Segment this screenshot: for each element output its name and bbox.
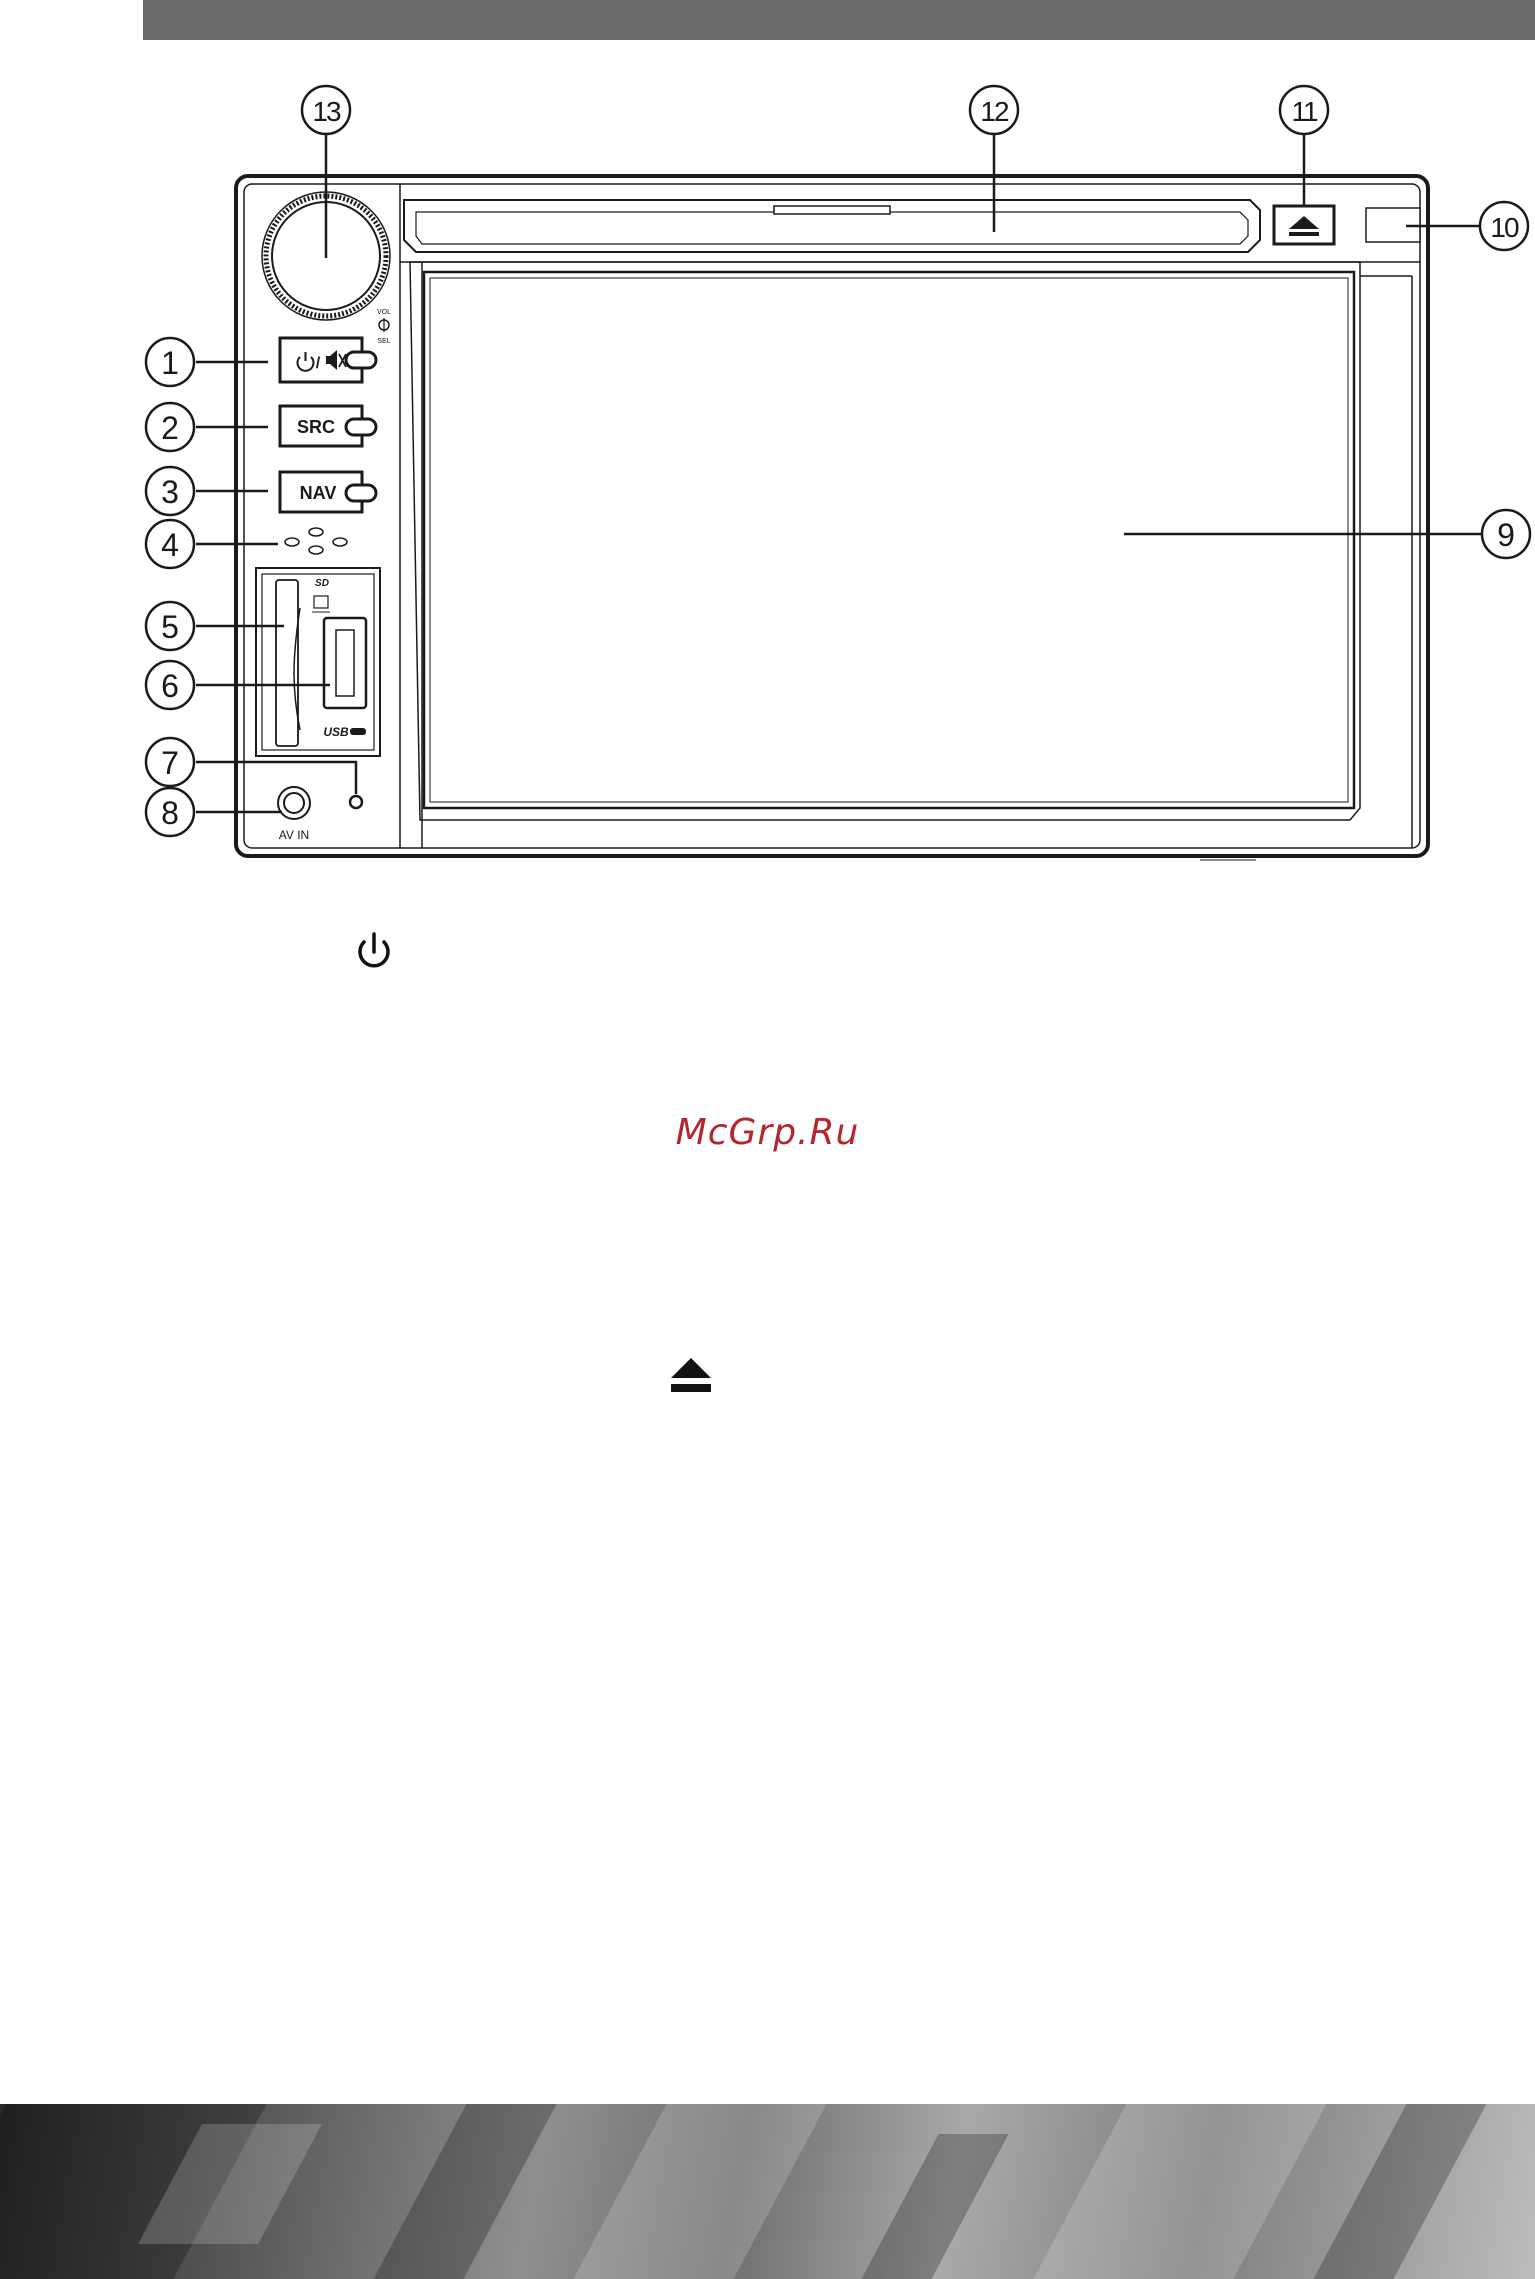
sd-logo: SD	[315, 578, 329, 589]
callout-11: 11	[1280, 86, 1328, 134]
svg-text:11: 11	[1291, 96, 1317, 127]
callout-9: 9	[1482, 510, 1530, 558]
eject-button[interactable]	[1274, 206, 1334, 244]
svg-text:9: 9	[1497, 517, 1515, 553]
svg-text:2: 2	[161, 410, 179, 446]
callout-1: 1	[146, 338, 194, 386]
callout-13: 13	[302, 86, 350, 134]
svg-text:/: /	[316, 355, 321, 372]
svg-text:7: 7	[161, 745, 179, 781]
svg-text:SRC: SRC	[297, 417, 335, 437]
usb-port[interactable]	[324, 618, 366, 708]
svg-text:1: 1	[161, 345, 179, 381]
callout-6: 6	[146, 661, 194, 709]
src-button[interactable]: SRC	[280, 406, 376, 446]
power-mute-button[interactable]: /	[280, 338, 376, 382]
callout-10: 10	[1480, 202, 1528, 250]
svg-text:5: 5	[161, 609, 179, 645]
svg-text:NAV: NAV	[300, 483, 337, 503]
usb-logo: USB	[323, 725, 349, 739]
svg-text:13: 13	[312, 96, 341, 127]
callout-12: 12	[970, 86, 1018, 134]
sd-card-slot[interactable]	[276, 580, 300, 746]
callout-4: 4	[146, 520, 194, 568]
touch-screen[interactable]	[410, 262, 1412, 860]
callout-5: 5	[146, 602, 194, 650]
reset-hole[interactable]	[350, 796, 362, 808]
callout-7: 7	[146, 738, 194, 786]
disc-slot[interactable]	[404, 200, 1260, 252]
power-icon	[352, 930, 396, 974]
nav-button[interactable]: NAV	[280, 472, 376, 512]
svg-text:12: 12	[980, 96, 1009, 127]
av-in-label: AV IN	[279, 828, 309, 842]
watermark-text: McGrp.Ru	[0, 1112, 1535, 1153]
svg-text:VOL: VOL	[377, 309, 391, 316]
footer-image-band	[0, 2104, 1535, 2279]
device-diagram: VOL SEL / SRC NAV	[0, 0, 1535, 1000]
callout-8: 8	[146, 788, 194, 836]
svg-text:6: 6	[161, 668, 179, 704]
svg-text:8: 8	[161, 795, 179, 831]
svg-text:SEL: SEL	[377, 338, 390, 345]
svg-text:3: 3	[161, 474, 179, 510]
svg-text:10: 10	[1490, 212, 1519, 243]
callout-2: 2	[146, 403, 194, 451]
av-in-jack[interactable]	[278, 787, 310, 819]
eject-icon	[668, 1356, 714, 1396]
vol-sel-indicator: VOL SEL	[377, 309, 391, 345]
callout-3: 3	[146, 467, 194, 515]
microphone-holes	[285, 528, 347, 554]
svg-text:4: 4	[161, 527, 179, 563]
